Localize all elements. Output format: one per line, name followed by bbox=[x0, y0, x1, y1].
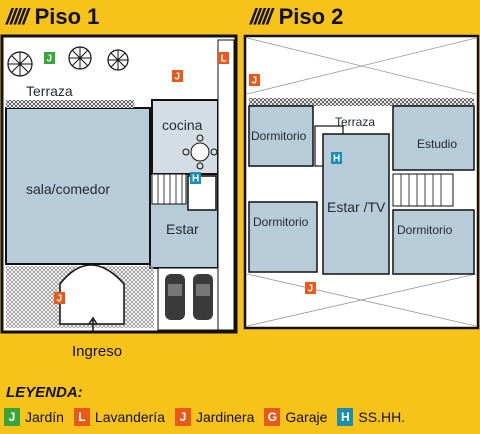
header-slashes: ///// bbox=[6, 4, 29, 29]
tree-icon bbox=[107, 49, 129, 71]
void-cross bbox=[246, 37, 477, 95]
car-icon bbox=[165, 274, 185, 320]
svg-text:J: J bbox=[252, 76, 258, 87]
legend-item-garaje: G Garaje bbox=[264, 408, 327, 426]
legend-label: Garaje bbox=[285, 409, 328, 425]
car-icon bbox=[193, 274, 213, 320]
entrance-porch bbox=[59, 264, 125, 325]
legend-item-sshh: H SS.HH. bbox=[337, 408, 405, 426]
estudio-label: Estudio bbox=[417, 137, 457, 151]
side-corridor bbox=[217, 39, 235, 331]
legend-badge: H bbox=[337, 408, 354, 426]
floor-1-plan: Terraza cocina sala/comedor Estar J L J … bbox=[0, 34, 240, 334]
legend-title: LEYENDA: bbox=[6, 384, 83, 401]
entrance-arrow-icon bbox=[88, 316, 98, 332]
jardinera-marker: J bbox=[172, 70, 183, 83]
terrace-band bbox=[249, 98, 474, 106]
legend-label: Jardín bbox=[25, 409, 64, 425]
estar-tv-label: Estar /TV bbox=[327, 199, 386, 215]
svg-text:H: H bbox=[192, 174, 199, 185]
terrace-edge bbox=[6, 100, 134, 108]
legend-badge: G bbox=[264, 408, 281, 426]
legend-item-lavanderia: L Lavandería bbox=[73, 408, 165, 426]
dormitorio-3-label: Dormitorio bbox=[397, 223, 453, 237]
jardinera-marker: J bbox=[249, 74, 260, 87]
svg-text:H: H bbox=[333, 154, 340, 165]
stairs bbox=[151, 173, 187, 205]
estar-label: Estar bbox=[166, 221, 199, 237]
dormitorio-1-room bbox=[248, 105, 314, 167]
entrance-label: Ingreso bbox=[72, 343, 123, 360]
jardinera-marker: J bbox=[54, 292, 65, 305]
svg-text:J: J bbox=[308, 284, 314, 295]
floor-2-plan: Terraza Dormitorio Estudio Dormitorio Es… bbox=[243, 34, 480, 334]
cocina-label: cocina bbox=[162, 117, 203, 133]
jardinera-marker: J bbox=[305, 282, 316, 295]
svg-text:J: J bbox=[175, 72, 181, 83]
tree-icon bbox=[68, 46, 92, 70]
lavanderia-marker: L bbox=[218, 52, 229, 65]
jardin-marker: J bbox=[44, 52, 55, 65]
floor-2-title: Piso 2 bbox=[278, 4, 344, 29]
legend-badge: J bbox=[174, 408, 191, 426]
header-slashes: ///// bbox=[250, 4, 273, 29]
svg-text:J: J bbox=[57, 294, 63, 305]
legend-badge: J bbox=[4, 408, 20, 426]
dining-table-icon bbox=[182, 134, 218, 170]
floor-1-title: Piso 1 bbox=[34, 4, 100, 29]
floor-2-header: ///// Piso 2 bbox=[250, 4, 343, 30]
sshh-marker: H bbox=[190, 172, 201, 185]
floor-1-header: ///// Piso 1 bbox=[6, 4, 99, 30]
floor-1-svg: Terraza cocina sala/comedor Estar J L J … bbox=[0, 34, 238, 334]
terraza-label: Terraza bbox=[26, 83, 73, 99]
legend: J Jardín L Lavandería J Jardinera G Gara… bbox=[4, 408, 415, 426]
stairs bbox=[392, 173, 454, 207]
estudio-room bbox=[392, 105, 475, 171]
legend-badge: L bbox=[73, 408, 90, 426]
void-cross bbox=[246, 273, 477, 327]
svg-text:J: J bbox=[47, 54, 53, 65]
sshh-marker: H bbox=[331, 152, 342, 165]
legend-label: SS.HH. bbox=[358, 409, 406, 425]
floor-2-svg: Terraza Dormitorio Estudio Dormitorio Es… bbox=[243, 34, 480, 330]
dormitorio-1-label: Dormitorio bbox=[251, 129, 307, 143]
tree-icon bbox=[7, 51, 33, 77]
legend-item-jardin: J Jardín bbox=[4, 408, 64, 426]
dormitorio-2-room bbox=[248, 201, 318, 273]
terraza-label: Terraza bbox=[335, 115, 375, 129]
svg-text:L: L bbox=[221, 54, 227, 65]
dormitorio-2-label: Dormitorio bbox=[253, 215, 309, 229]
legend-label: Jardinera bbox=[195, 409, 255, 425]
legend-item-jardinera: J Jardinera bbox=[174, 408, 255, 426]
legend-label: Lavandería bbox=[94, 409, 165, 425]
cocina-room bbox=[151, 99, 219, 175]
sala-label: sala/comedor bbox=[26, 181, 110, 197]
dormitorio-3-room bbox=[392, 209, 475, 275]
